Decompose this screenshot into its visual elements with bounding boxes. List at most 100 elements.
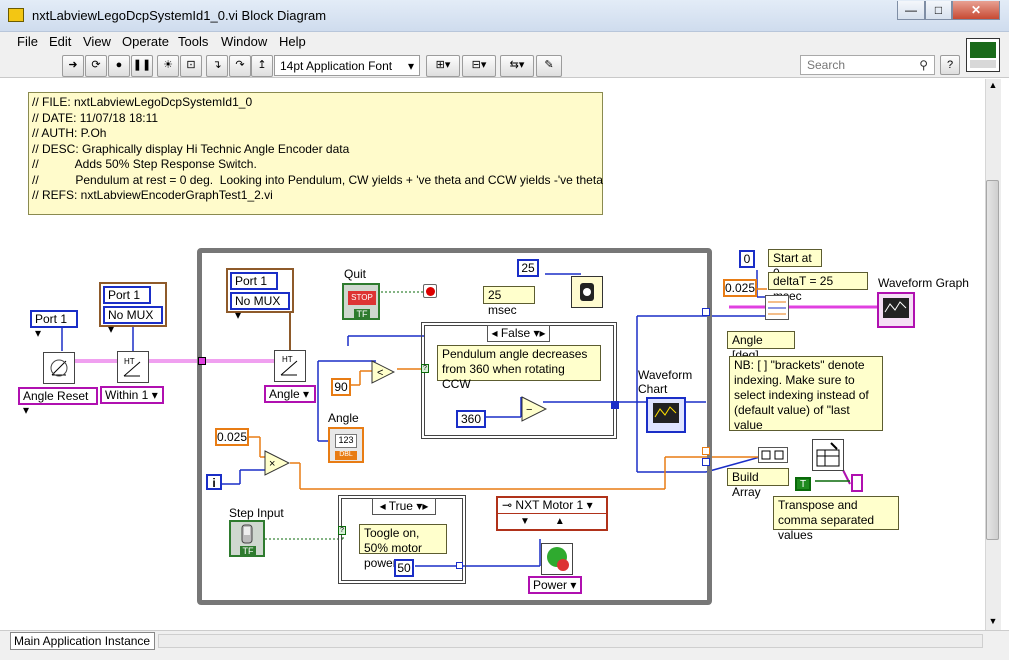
vi-icon[interactable] xyxy=(966,38,1000,72)
constant-0025[interactable]: 0.025 xyxy=(723,279,757,297)
tf-badge: TF xyxy=(240,546,256,556)
angle-reset-vi-icon[interactable] xyxy=(43,352,75,384)
toggle-note[interactable]: Toogle on, 50% motor power xyxy=(359,524,447,570)
application-instance-field[interactable]: Main Application Instance xyxy=(10,632,155,650)
numeric-indicator-icon: 123 xyxy=(335,434,357,448)
vertical-scroll-thumb[interactable] xyxy=(986,180,999,540)
minimize-button[interactable]: — xyxy=(897,1,925,20)
horizontal-scrollbar[interactable] xyxy=(158,634,983,648)
menu-file[interactable]: File xyxy=(17,34,38,49)
subtract-icon[interactable]: − xyxy=(521,396,548,422)
angle-reset-ring[interactable]: Angle Reset ▾ xyxy=(18,387,98,417)
header-comment[interactable]: // FILE: nxtLabviewLegoDcpSystemId1_0 //… xyxy=(28,92,603,215)
case-selector-terminal-step[interactable]: ? xyxy=(338,526,346,535)
waveform-chart-label: Waveform Chart xyxy=(638,368,693,396)
menu-edit[interactable]: Edit xyxy=(49,34,72,49)
loop-port1-ring[interactable]: Port 1 ▾ xyxy=(230,272,278,302)
within1-ring[interactable]: Within 1 ▾ xyxy=(100,386,164,404)
nxt-motor-port-constant[interactable]: ⊸ NXT Motor 1 ▾ ▼ ▲ xyxy=(496,496,608,531)
true-case-structure[interactable]: ◂ True ▾▸ Toogle on, 50% motor power 50 xyxy=(338,495,466,584)
pause-icon[interactable]: ❚❚ xyxy=(131,55,153,77)
menu-window[interactable]: Window xyxy=(221,34,268,49)
case-prev-icon[interactable]: ◂ xyxy=(491,326,498,340)
step-into-icon[interactable]: ↴ xyxy=(206,55,228,77)
search-input[interactable]: Search⚲ xyxy=(800,55,935,75)
comment-line-date: // DATE: 11/07/18 18:11 xyxy=(32,110,159,125)
run-arrow-icon[interactable]: ➜ xyxy=(62,55,84,77)
while-loop-structure[interactable] xyxy=(197,248,712,605)
constant-360[interactable]: 360 xyxy=(456,410,486,428)
close-button[interactable]: ✕ xyxy=(952,1,1000,20)
menu-tools[interactable]: Tools xyxy=(178,34,209,49)
string-terminal[interactable] xyxy=(851,474,863,492)
chevron-down-icon: ▾ xyxy=(407,59,414,73)
step-input-toggle-terminal[interactable]: TF xyxy=(229,520,265,557)
reorder-icon[interactable]: ⇆▾ xyxy=(500,55,534,77)
transpose-note[interactable]: Transpose and comma separated values xyxy=(773,496,899,542)
menu-operate[interactable]: Operate xyxy=(122,34,169,49)
waveform-graph-label: Waveform Graph xyxy=(878,276,969,290)
run-continuously-icon[interactable]: ⟳ xyxy=(85,55,107,77)
retain-wire-values-icon[interactable]: ⊡ xyxy=(180,55,202,77)
highlight-execution-icon[interactable]: ☀ xyxy=(157,55,179,77)
write-spreadsheet-icon[interactable] xyxy=(812,439,844,471)
port1-ring-left[interactable]: Port 1 ▾ xyxy=(30,310,78,340)
mux-ring[interactable]: No MUX ▾ xyxy=(103,306,163,336)
context-help-button[interactable]: ? xyxy=(940,55,960,75)
build-array-icon[interactable] xyxy=(758,447,788,463)
start-note[interactable]: Start at 0 xyxy=(768,249,822,280)
angle-deg-note[interactable]: Angle [deg] xyxy=(727,331,795,362)
loop-output-tunnel-2 xyxy=(702,447,710,455)
case-prev-icon[interactable]: ◂ xyxy=(379,499,386,513)
angle-indicator-terminal[interactable]: 123 DBL xyxy=(328,427,364,463)
block-diagram-canvas[interactable]: // FILE: nxtLabviewLegoDcpSystemId1_0 //… xyxy=(0,79,985,630)
loop-output-tunnel-1 xyxy=(702,308,710,316)
abort-icon[interactable]: ● xyxy=(108,55,130,77)
tf-badge: TF xyxy=(354,309,370,319)
align-objects-icon[interactable]: ⊞▾ xyxy=(426,55,460,77)
scroll-down-icon[interactable]: ▼ xyxy=(988,616,998,626)
chevron-down-icon: ▾ xyxy=(533,326,540,340)
wait-constant-25[interactable]: 25 xyxy=(517,259,539,277)
multiply-icon[interactable]: × xyxy=(264,450,291,476)
true-case-selector[interactable]: ◂ True ▾▸ xyxy=(372,498,436,515)
msec-note[interactable]: 25 msec xyxy=(483,286,535,317)
false-case-selector[interactable]: ◂ False ▾▸ xyxy=(487,325,550,342)
constant-0025-loop[interactable]: 0.025 xyxy=(215,428,249,446)
loop-stop-condition-icon[interactable] xyxy=(423,284,437,298)
waveform-chart-terminal[interactable] xyxy=(646,397,686,433)
maximize-button[interactable]: □ xyxy=(925,1,952,20)
stop-button-terminal[interactable]: STOP TF xyxy=(342,283,380,320)
scroll-up-icon[interactable]: ▲ xyxy=(988,80,998,90)
step-out-icon[interactable]: ↥ xyxy=(251,55,273,77)
nb-note[interactable]: NB: [ ] "brackets" denote indexing. Make… xyxy=(729,356,883,432)
port1-ring-mux[interactable]: Port 1 ▾ xyxy=(103,286,151,316)
comment-line-desc3: // Pendulum at rest = 0 deg. Looking int… xyxy=(32,172,603,187)
loop-mux-ring[interactable]: No MUX ▾ xyxy=(230,292,290,322)
transpose-true-constant[interactable]: T xyxy=(795,477,811,491)
distribute-objects-icon[interactable]: ⊟▾ xyxy=(462,55,496,77)
less-than-icon[interactable]: < xyxy=(371,360,396,384)
constant-0[interactable]: 0 xyxy=(739,250,755,268)
menu-help[interactable]: Help xyxy=(279,34,306,49)
font-selector[interactable]: 14pt Application Font▾ xyxy=(274,55,420,76)
svg-text:<: < xyxy=(377,367,383,379)
motor-power-vi-icon[interactable] xyxy=(541,543,573,575)
case-selector-terminal[interactable]: ? xyxy=(421,364,429,373)
bundle-icon[interactable] xyxy=(765,295,789,320)
build-array-note[interactable]: Build Array xyxy=(727,468,789,499)
angle-ring[interactable]: Angle ▾ xyxy=(264,385,316,403)
menu-view[interactable]: View xyxy=(83,34,111,49)
delta-note[interactable]: deltaT = 25 msec xyxy=(768,272,868,303)
waveform-graph-terminal[interactable] xyxy=(877,292,915,328)
within1-vi-icon[interactable]: HT xyxy=(117,351,149,383)
pendulum-note[interactable]: Pendulum angle decreases from 360 when r… xyxy=(437,345,601,391)
wait-ms-icon[interactable] xyxy=(571,276,603,308)
power-ring[interactable]: Power ▾ xyxy=(528,576,582,594)
step-over-icon[interactable]: ↷ xyxy=(229,55,251,77)
false-case-structure[interactable]: ◂ False ▾▸ Pendulum angle decreases from… xyxy=(421,322,619,439)
constant-90[interactable]: 90 xyxy=(331,378,351,396)
read-angle-vi-icon[interactable]: HT xyxy=(274,350,306,382)
constant-50[interactable]: 50 xyxy=(394,559,414,577)
clean-up-diagram-icon[interactable]: ✎ xyxy=(536,55,562,77)
